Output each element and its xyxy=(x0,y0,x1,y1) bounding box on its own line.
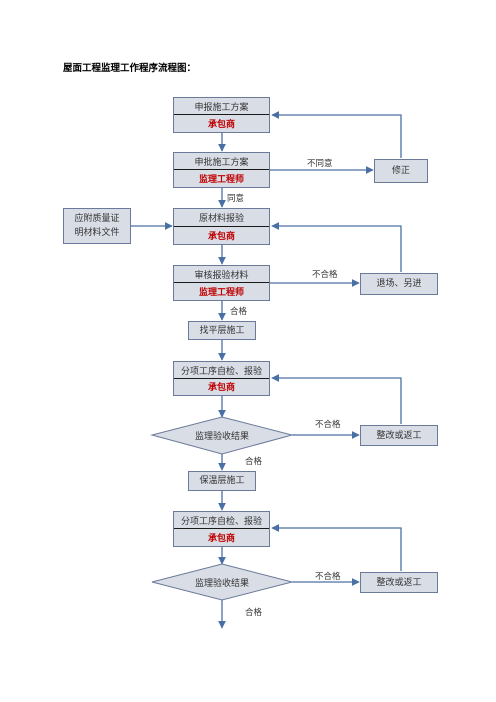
step-review-materials-label: 审核报验材料 xyxy=(194,271,249,281)
step-material-inspection-role: 承包商 xyxy=(174,225,269,245)
step-self-check-2-role: 承包商 xyxy=(174,528,269,546)
step-leveling-layer: 找平层施工 xyxy=(188,321,256,340)
step-self-check-2-label: 分项工序自检、报验 xyxy=(180,517,262,527)
page-title: 屋面工程监理工作程序流程图： xyxy=(63,63,197,74)
arrow-rework-s6 xyxy=(271,374,402,424)
side-return-material: 退场、另进 xyxy=(360,273,438,295)
arrow-revise-s1 xyxy=(271,111,402,158)
side-rework-2: 整改或返工 xyxy=(360,572,438,593)
edge-label-pass-1: 合格 xyxy=(245,457,263,467)
step-self-check-1-role: 承包商 xyxy=(174,377,269,396)
arrow-return-s3 xyxy=(271,222,402,272)
edge-label-fail-2: 不合格 xyxy=(315,572,341,582)
step-submit-plan: 申报施工方案 承包商 xyxy=(173,97,270,133)
step-submit-plan-role: 承包商 xyxy=(174,114,269,132)
step-material-inspection-label: 原材料报验 xyxy=(198,214,244,225)
decision-1-label: 监理验收结果 xyxy=(194,431,249,442)
edge-label-fail-1: 不合格 xyxy=(315,420,341,430)
step-insulation-layer: 保温层施工 xyxy=(188,471,256,491)
edge-label-pass-material: 合格 xyxy=(230,307,248,317)
step-review-materials: 审核报验材料 监理工程师 xyxy=(173,265,270,301)
step-approve-plan-label: 申批施工方案 xyxy=(194,158,249,168)
step-review-materials-role: 监理工程师 xyxy=(174,282,269,300)
side-attach-documents: 应附质量证 明材料文件 xyxy=(63,208,131,244)
side-revise: 修正 xyxy=(374,159,428,183)
arrow-rework-s8 xyxy=(271,524,402,571)
side-rework-1: 整改或返工 xyxy=(360,425,438,446)
decision-2-label: 监理验收结果 xyxy=(194,578,249,589)
decision-diamond-1 xyxy=(150,416,294,455)
side-attach-line1: 应附质量证 xyxy=(74,214,120,224)
decision-diamond-2 xyxy=(151,563,293,601)
step-material-inspection: 原材料报验 承包商 xyxy=(173,208,270,245)
edge-label-not-agree: 不同意 xyxy=(307,159,333,169)
edge-label-fail-material: 不合格 xyxy=(312,270,338,280)
step-approve-plan-role: 监理工程师 xyxy=(174,169,269,187)
edge-label-pass-2: 合格 xyxy=(245,608,263,618)
step-submit-plan-label: 申报施工方案 xyxy=(194,103,249,113)
step-self-check-2: 分项工序自检、报验 承包商 xyxy=(173,511,270,547)
side-attach-line2: 明材料文件 xyxy=(74,228,120,238)
step-self-check-1-label: 分项工序自检、报验 xyxy=(180,366,262,377)
step-approve-plan: 申批施工方案 监理工程师 xyxy=(173,152,270,188)
step-self-check-1: 分项工序自检、报验 承包商 xyxy=(173,361,270,396)
edge-label-agree: 同意 xyxy=(227,194,245,204)
